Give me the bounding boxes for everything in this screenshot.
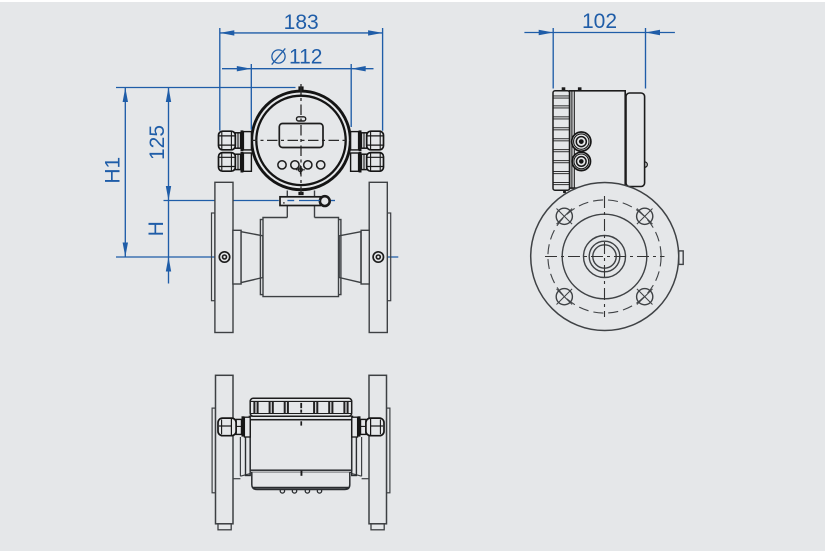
svg-text:H: H <box>145 221 168 236</box>
svg-text:112: 112 <box>289 45 322 68</box>
svg-text:102: 102 <box>582 10 617 33</box>
svg-text:125: 125 <box>146 125 169 160</box>
svg-text:183: 183 <box>284 11 319 34</box>
svg-text:H1: H1 <box>101 157 124 184</box>
